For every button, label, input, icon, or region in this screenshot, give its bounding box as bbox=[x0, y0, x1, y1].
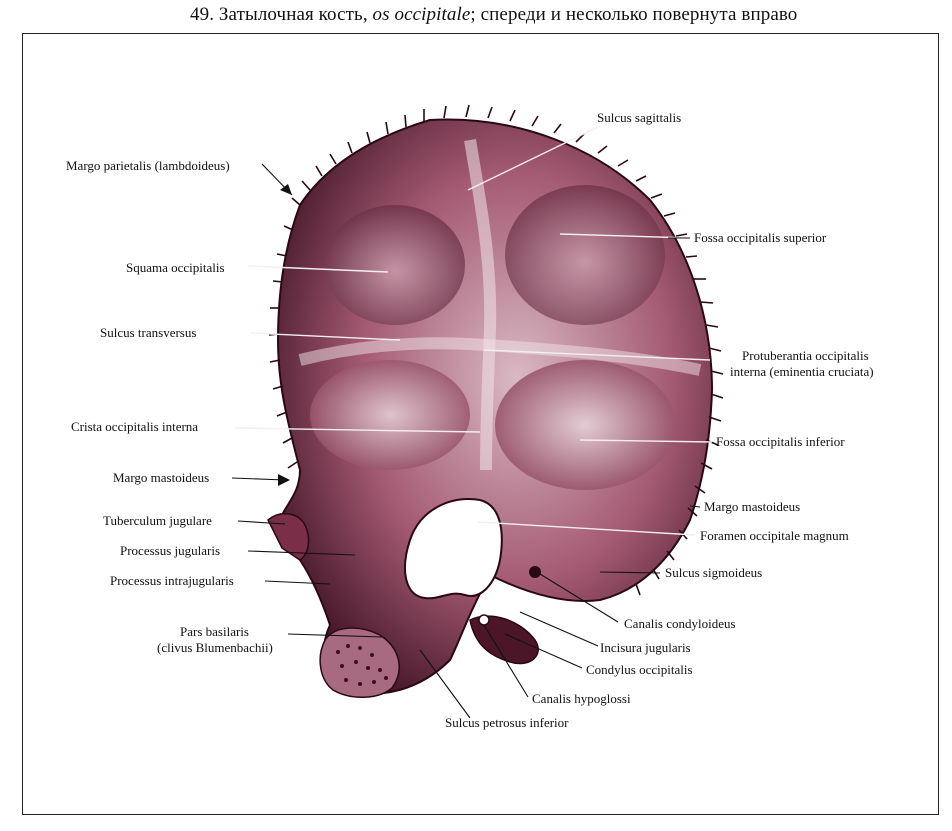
label-tuberculum-jugulare: Tuberculum jugulare bbox=[103, 513, 212, 528]
label-sulcus-petrosus-inferior: Sulcus petrosus inferior bbox=[445, 715, 569, 730]
label-crista-occipitalis-interna: Crista occipitalis interna bbox=[71, 419, 198, 434]
label-fossa-occipitalis-inferior: Fossa occipitalis inferior bbox=[716, 434, 845, 449]
label-protuberantia-line2: interna (eminentia cruciata) bbox=[730, 364, 874, 379]
label-pars-basilaris-line1: Pars basilaris bbox=[180, 624, 249, 639]
label-margo-parietalis: Margo parietalis (lambdoideus) bbox=[66, 158, 230, 173]
label-pars-basilaris-line2: (clivus Blumenbachii) bbox=[157, 640, 273, 655]
condylus-occipitalis bbox=[469, 615, 539, 665]
label-fossa-occipitalis-superior: Fossa occipitalis superior bbox=[694, 230, 827, 245]
caption-title-la: os occipitale bbox=[372, 4, 471, 25]
cut-surface-dots bbox=[336, 644, 388, 686]
canalis-hypoglossi bbox=[478, 614, 490, 626]
serrated-margin bbox=[268, 104, 724, 596]
label-canalis-condyloideus: Canalis condyloideus bbox=[624, 616, 736, 631]
label-sulcus-transversus: Sulcus transversus bbox=[100, 325, 196, 340]
transverse-ridge bbox=[298, 337, 702, 376]
label-sulcus-sagittalis: Sulcus sagittalis bbox=[597, 110, 681, 125]
caption-title-ru: Затылочная кость, bbox=[218, 4, 368, 25]
label-foramen-occipitale-magnum: Foramen occipitale magnum bbox=[700, 528, 849, 543]
right-inferior-fossa bbox=[495, 360, 675, 490]
jugular-process bbox=[267, 513, 310, 561]
left-inferior-fossa bbox=[310, 360, 470, 470]
label-condylus-occipitalis: Condylus occipitalis bbox=[586, 662, 693, 677]
leader-lines bbox=[231, 125, 713, 719]
label-squama-occipitalis: Squama occipitalis bbox=[126, 260, 225, 275]
label-incisura-jugularis: Incisura jugularis bbox=[600, 640, 691, 655]
canalis-condyloideus bbox=[529, 566, 541, 578]
label-processus-jugularis: Processus jugularis bbox=[120, 543, 220, 558]
label-protuberantia-line1: Protuberantia occipitalis bbox=[742, 348, 869, 363]
caption-suffix: ; спереди и несколько повернута вправо bbox=[470, 4, 798, 25]
pars-basilaris bbox=[319, 627, 400, 698]
sagittal-ridge bbox=[464, 139, 497, 471]
label-margo-mastoideus-left: Margo mastoideus bbox=[113, 470, 209, 485]
right-superior-fossa bbox=[505, 185, 665, 325]
label-margo-mastoideus-right: Margo mastoideus bbox=[704, 499, 800, 514]
foramen-magnum bbox=[404, 498, 503, 600]
label-processus-intrajugularis: Processus intrajugularis bbox=[110, 573, 234, 588]
label-canalis-hypoglossi: Canalis hypoglossi bbox=[532, 691, 631, 706]
caption-number: 49. bbox=[190, 4, 215, 25]
figure-frame bbox=[22, 33, 939, 815]
figure-caption: 49. Затылочная кость, os occipitale; спе… bbox=[190, 4, 942, 26]
label-sulcus-sigmoideus: Sulcus sigmoideus bbox=[665, 565, 762, 580]
left-superior-fossa bbox=[325, 205, 465, 325]
